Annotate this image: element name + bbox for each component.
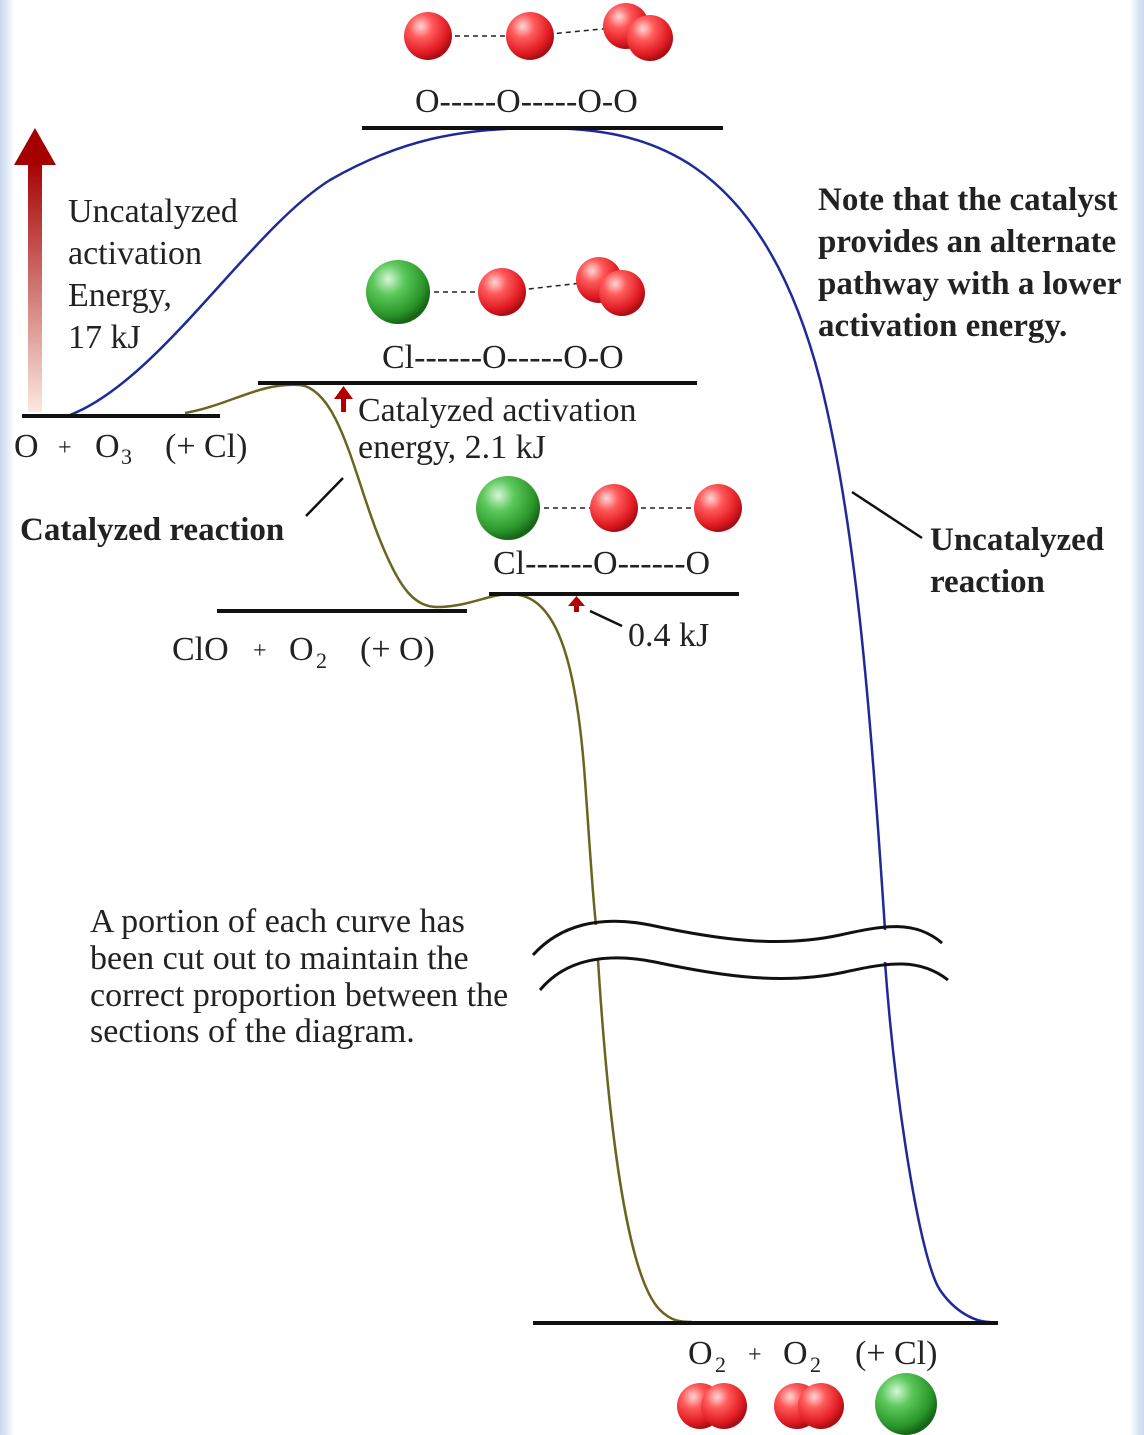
catalyzed-transition-1-molecule xyxy=(366,257,645,324)
energy-0-4-pointer xyxy=(589,609,623,628)
note-line-3: pathway with a lower xyxy=(818,266,1121,302)
uncatalyzed-reaction-pointer xyxy=(851,490,923,540)
product-molecules xyxy=(677,1373,937,1435)
chlorine-atom xyxy=(366,260,430,324)
oxygen-atom xyxy=(701,1383,747,1429)
note-line-4: activation energy. xyxy=(818,308,1067,344)
catalyzed-energy-arrow-2 xyxy=(568,596,585,612)
catalyzed-reaction-label: Catalyzed reaction xyxy=(20,512,284,548)
catalyzed-curve xyxy=(184,383,693,1324)
oxygen-atom xyxy=(404,12,452,60)
uncatalyzed-transition-molecule xyxy=(404,3,673,61)
uncatalyzed-energy-label-2: activation xyxy=(68,235,202,272)
note-line-2: provides an alternate xyxy=(818,224,1116,260)
catalyzed-energy-label-2: energy, 2.1 kJ xyxy=(358,429,546,466)
catalyzed-energy-2-label: 0.4 kJ xyxy=(628,617,709,654)
intermediate-o2-subscript: 2 xyxy=(316,648,327,673)
cutout-lower-wave xyxy=(538,956,949,991)
catalyzed-transition-2-label: Cl------O------O xyxy=(493,545,710,582)
reactant-o3: O xyxy=(95,428,120,465)
catalyzed-transition-2-molecule xyxy=(476,476,742,540)
product-cl: (+ Cl) xyxy=(855,1335,937,1372)
product-plus: + xyxy=(748,1342,762,1368)
oxygen-atom xyxy=(599,270,645,316)
uncatalyzed-energy-arrow xyxy=(14,128,56,412)
reactants-label: O + O 3 (+ Cl) xyxy=(14,428,247,469)
cutout-upper-wave xyxy=(531,919,943,957)
reactant-cl: (+ Cl) xyxy=(165,428,247,465)
intermediate-plus: + xyxy=(253,638,267,664)
catalyzed-energy-arrow-1 xyxy=(334,386,353,412)
uncatalyzed-transition-label: O-----O-----O-O xyxy=(415,83,638,120)
catalyzed-transition-1-label: Cl------O-----O-O xyxy=(382,339,624,376)
reactant-o: O xyxy=(14,428,39,465)
intermediate-o2: O xyxy=(289,631,314,668)
chlorine-atom xyxy=(476,476,540,540)
uncatalyzed-curve xyxy=(69,126,991,1324)
note-line-1: Note that the catalyst xyxy=(818,182,1118,218)
oxygen-atom xyxy=(506,12,554,60)
intermediate-o: (+ O) xyxy=(360,631,435,668)
product-o2-a: O xyxy=(688,1335,713,1372)
oxygen-atom xyxy=(627,15,673,61)
uncatalyzed-reaction-label-2: reaction xyxy=(930,564,1045,600)
uncatalyzed-energy-label-3: Energy, xyxy=(68,277,172,314)
reactant-o3-subscript: 3 xyxy=(121,444,132,469)
product-o2-b: O xyxy=(783,1335,808,1372)
oxygen-atom xyxy=(798,1383,844,1429)
catalyzed-energy-label-1: Catalyzed activation xyxy=(358,392,637,429)
catalyzed-reaction-pointer xyxy=(305,477,344,517)
intermediate-clo: ClO xyxy=(172,631,229,668)
product-o2-a-subscript: 2 xyxy=(715,1352,726,1377)
chlorine-atom xyxy=(875,1373,937,1435)
uncatalyzed-energy-label-1: Uncatalyzed xyxy=(68,193,238,230)
intermediate-label: ClO + O 2 (+ O) xyxy=(172,631,435,673)
uncatalyzed-reaction-label-1: Uncatalyzed xyxy=(930,522,1104,558)
cutout-note-line-1: A portion of each curve has xyxy=(90,903,465,940)
oxygen-atom xyxy=(694,484,742,532)
oxygen-atom xyxy=(590,484,638,532)
reactant-plus: + xyxy=(58,435,72,461)
cutout-note-line-3: correct proportion between the xyxy=(90,977,508,1014)
cutout-note-line-2: been cut out to maintain the xyxy=(90,940,469,977)
oxygen-atom xyxy=(478,268,526,316)
uncatalyzed-energy-label-4: 17 kJ xyxy=(68,319,141,356)
products-label: O 2 + O 2 (+ Cl) xyxy=(688,1335,937,1377)
cutout-note-line-4: sections of the diagram. xyxy=(90,1013,415,1050)
product-o2-b-subscript: 2 xyxy=(810,1352,821,1377)
